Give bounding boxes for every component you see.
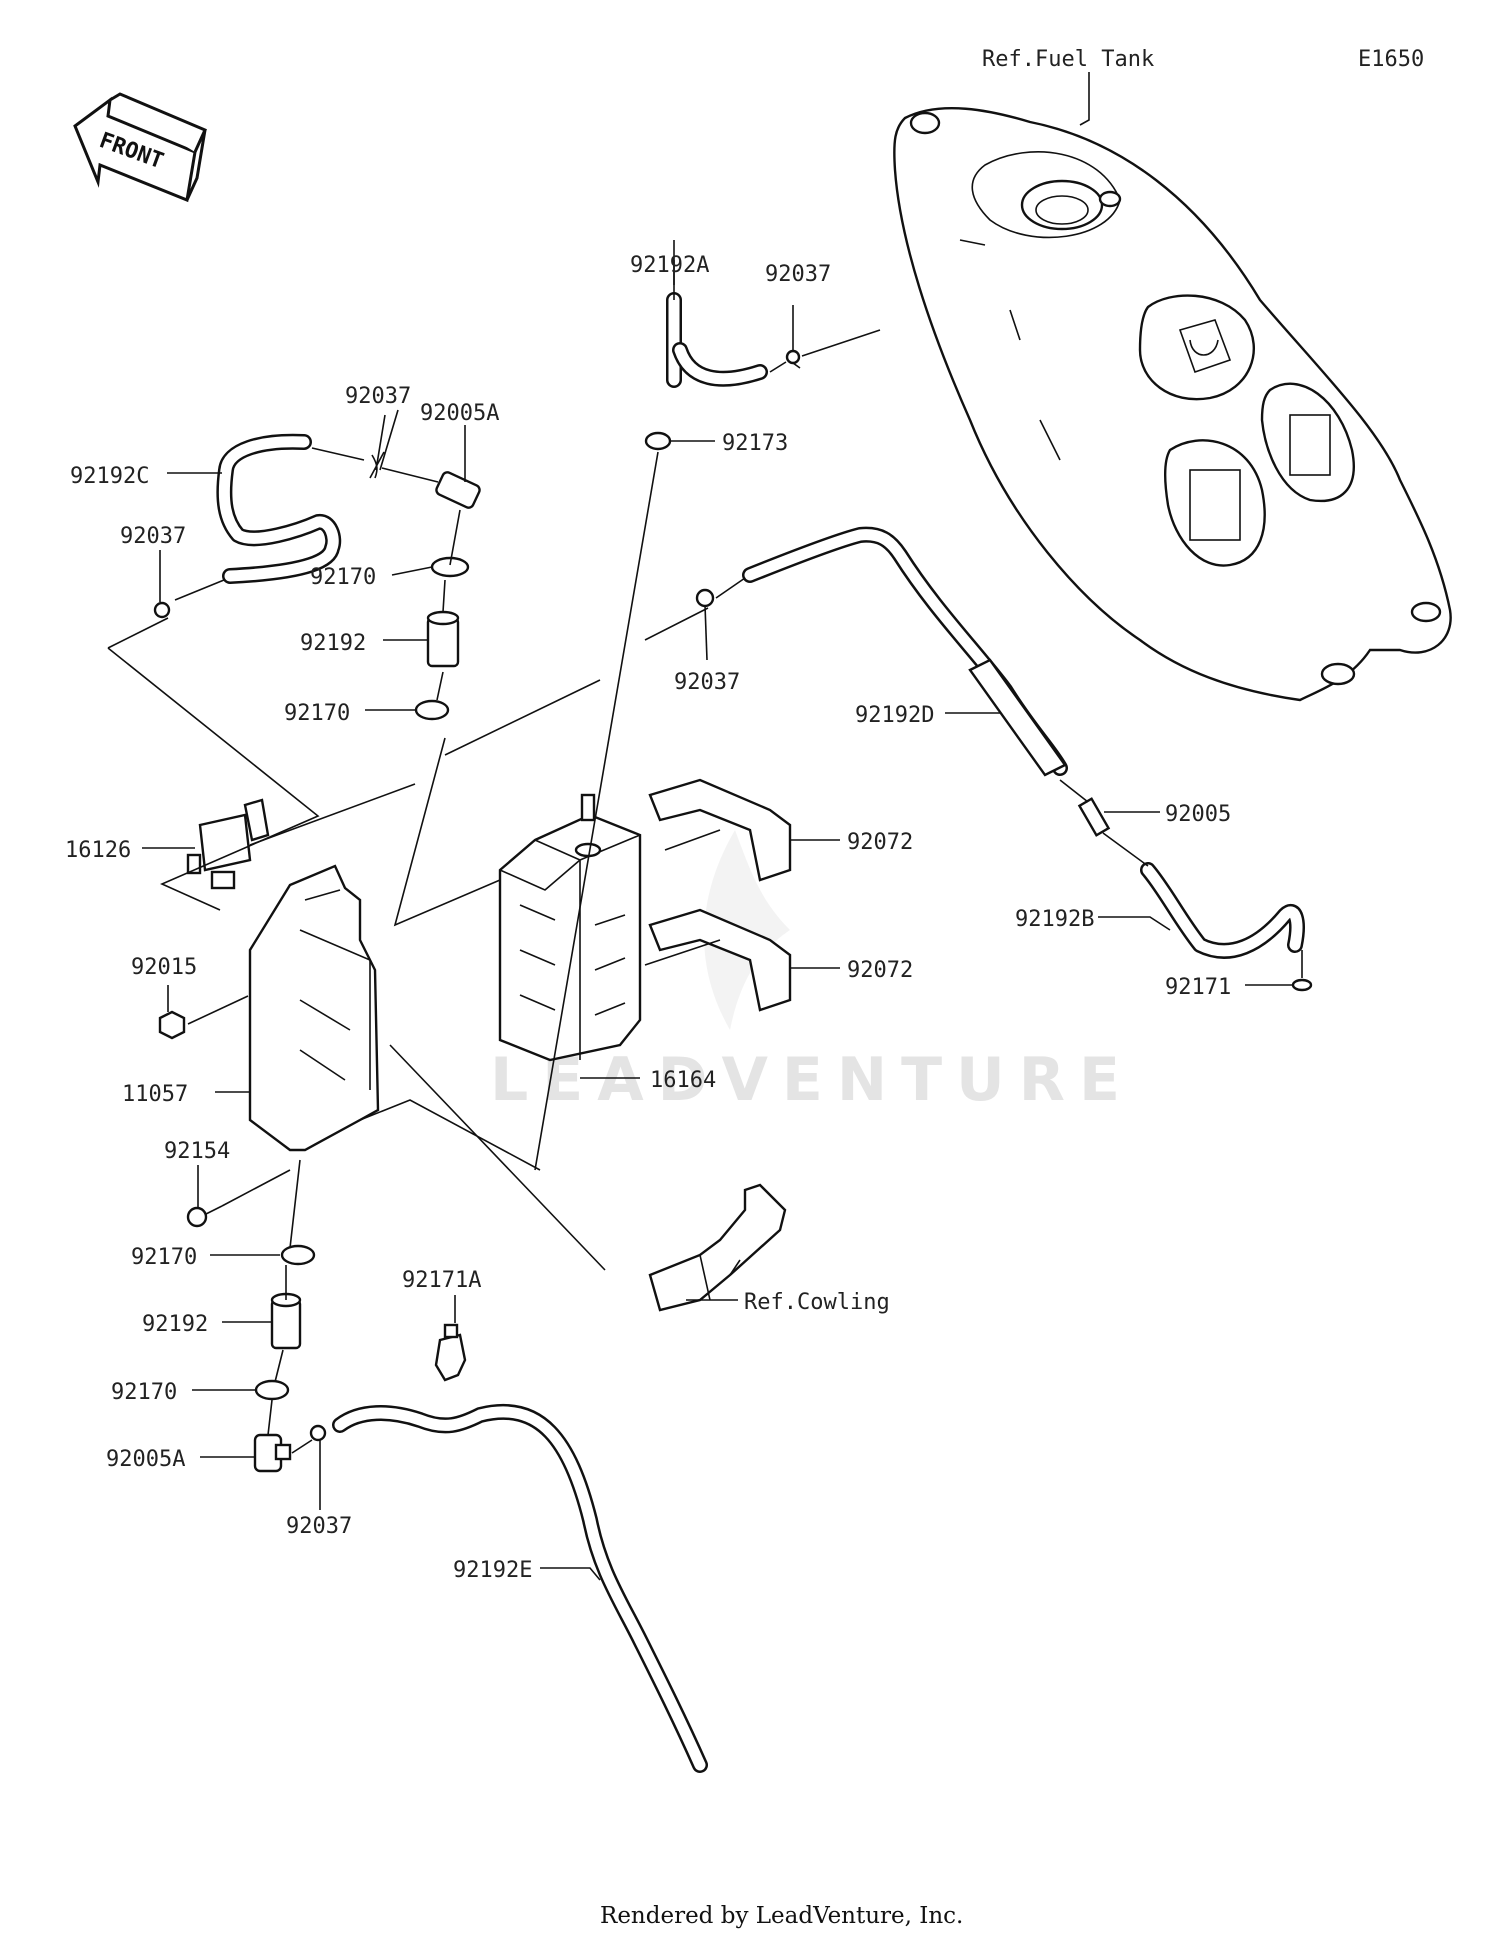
label-92170-a: 92170 [310,565,376,590]
label-92170-c: 92170 [131,1245,197,1270]
label-92171A: 92171A [402,1268,481,1293]
clamp-92170-b [414,699,450,721]
joint-92005A-bottom [253,1433,292,1473]
label-92192-b: 92192 [142,1312,208,1337]
hose-92192-a [426,610,460,668]
clamp-92173 [644,431,672,451]
clip-92171A [434,1323,467,1382]
label-92170-d: 92170 [111,1380,177,1405]
hose-92192-b [270,1292,302,1350]
clip-92171 [1291,978,1313,992]
joint-92005 [1077,797,1111,837]
hose-92192B [1140,862,1305,959]
label-92005A-bottom: 92005A [106,1447,185,1472]
label-92037-a: 92037 [345,384,411,409]
connection-lines [107,240,1303,1454]
cowling-bracket [648,1183,787,1312]
label-92173: 92173 [722,431,788,456]
front-arrow-icon: FRONT [73,92,208,203]
label-92170-b: 92170 [284,701,350,726]
bolt-92154 [186,1205,223,1228]
label-92037-bottom: 92037 [286,1514,352,1539]
label-92037-b: 92037 [120,524,186,549]
strap-92072-a [648,778,792,882]
hose-92192A [666,292,768,388]
label-92015: 92015 [131,955,197,980]
label-92192C: 92192C [70,464,149,489]
hose-92192E [332,1403,708,1773]
fuel-tank-ref-label-group: Ref.Fuel Tank [982,47,1154,126]
label-92072-a: 92072 [847,830,913,855]
label-16164: 16164 [650,1068,716,1093]
label-92005A-top: 92005A [420,401,499,426]
clamp-92170-c [280,1244,316,1266]
hose-92192C [216,433,342,584]
label-11057: 11057 [122,1082,188,1107]
strap-92072-b [648,908,792,1012]
clamp-92037-top [785,349,801,369]
label-92072-b: 92072 [847,958,913,983]
clamp-92037-mid [695,588,715,608]
diagram-code: E1650 [1358,47,1424,72]
footer-credit: Rendered by LeadVenture, Inc. [600,1903,963,1929]
label-92192A: 92192A [630,253,709,278]
joint-92005A-top [435,471,481,509]
label-92171: 92171 [1165,975,1231,1000]
label-92154: 92154 [164,1139,230,1164]
watermark-text: LEADVENTURE [490,1045,1134,1115]
label-leaders [142,260,1292,1581]
canister-16164 [498,793,642,1062]
label-92005: 92005 [1165,802,1231,827]
clamp-92037-b [153,601,171,619]
clamp-92037-bottom [309,1424,327,1442]
nut-92015 [158,1010,186,1040]
label-92192-a: 92192 [300,631,366,656]
solenoid-valve-16126 [186,798,270,890]
ref-cowling-label: Ref.Cowling [744,1290,890,1315]
bracket-11057 [248,864,380,1152]
ref-fuel-tank-label: Ref.Fuel Tank [982,47,1154,72]
hose-92192D [742,526,1068,777]
label-92192B: 92192B [1015,907,1094,932]
fuel-tank [893,107,1452,702]
label-16126: 16126 [65,838,131,863]
clamp-92170-d [254,1379,290,1401]
label-92037-top: 92037 [765,262,831,287]
label-92192E: 92192E [453,1558,532,1583]
label-92037-mid: 92037 [674,670,740,695]
label-92192D: 92192D [855,703,934,728]
